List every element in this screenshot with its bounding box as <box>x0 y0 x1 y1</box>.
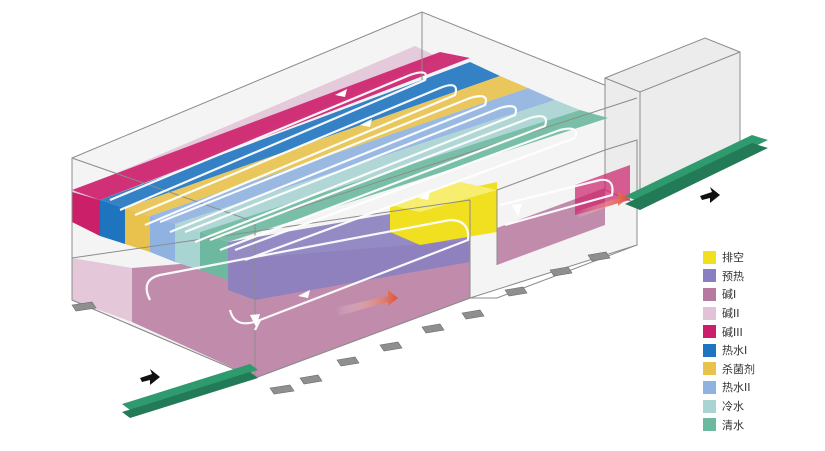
band-drain-top <box>390 182 497 212</box>
legend-swatch <box>703 325 716 339</box>
legend-label: 碱I <box>722 288 737 302</box>
legend-swatch <box>703 380 716 394</box>
legend-swatch <box>703 399 716 413</box>
band-alkali-iii <box>72 192 100 236</box>
legend-item: 冷水 <box>703 397 813 416</box>
outlet-conveyor <box>625 135 768 210</box>
legend-swatch <box>703 287 716 301</box>
legend-label: 碱III <box>722 325 743 339</box>
band-hot-water-i-top <box>100 62 500 208</box>
band-hot-water-i <box>100 200 125 244</box>
heat-arrow-icon <box>335 290 398 316</box>
legend-item: 清水 <box>703 415 813 434</box>
legend-label: 冷水 <box>722 400 744 414</box>
legend-item: 碱II <box>703 304 813 323</box>
legend-item: 碱III <box>703 322 813 341</box>
band-clean-water-top <box>200 110 608 242</box>
band-hot-water-ii-top <box>150 88 555 224</box>
flow-arrow-icon <box>335 89 347 97</box>
flow-arrow-icon <box>512 204 522 217</box>
inlet-arrow-icon <box>140 369 160 385</box>
flow-arrow-icon <box>418 192 430 200</box>
band-sterilant-top <box>125 76 528 216</box>
heat-arrow-icon <box>575 192 628 218</box>
machine-feet <box>71 251 611 395</box>
legend-label: 预热 <box>722 269 744 283</box>
legend-item: 热水II <box>703 378 813 397</box>
legend-swatch <box>703 306 716 320</box>
band-cold-water-top <box>175 100 580 232</box>
legend-label: 清水 <box>722 418 744 432</box>
legend-swatch <box>703 418 716 432</box>
legend-item: 热水I <box>703 341 813 360</box>
band-hot-water-ii <box>150 216 175 262</box>
legend-label: 排空 <box>722 251 744 265</box>
band-sterilant <box>125 208 150 252</box>
heat-flow <box>335 192 628 316</box>
legend-label: 热水II <box>722 381 751 395</box>
zone-bands <box>72 46 608 300</box>
flow-arrow-icon <box>360 119 372 127</box>
flow-arrows <box>250 89 522 327</box>
legend-swatch <box>703 269 716 283</box>
legend-item: 排空 <box>703 248 813 267</box>
inlet-conveyor <box>122 364 258 418</box>
legend-label: 热水I <box>722 344 748 358</box>
outlet-arrow-icon <box>700 187 720 203</box>
legend-item: 杀菌剂 <box>703 360 813 379</box>
band-cold-water <box>175 224 200 270</box>
legend-label: 碱II <box>722 307 740 321</box>
tank-alkali-ii-lower <box>72 258 132 322</box>
flow-arrow-icon <box>250 314 260 327</box>
band-alkali-iii-top <box>72 52 470 200</box>
legend: 排空预热碱I 碱II 碱III 热水I 杀菌剂热水II 冷水清水 <box>703 248 813 434</box>
legend-item: 预热 <box>703 267 813 286</box>
band-clean-water <box>200 232 228 280</box>
legend-swatch <box>703 343 716 357</box>
legend-item: 碱I <box>703 285 813 304</box>
flow-arrow-icon <box>298 290 310 298</box>
legend-swatch <box>703 362 716 376</box>
legend-swatch <box>703 250 716 264</box>
chain-path <box>109 71 614 331</box>
legend-label: 杀菌剂 <box>722 362 755 376</box>
